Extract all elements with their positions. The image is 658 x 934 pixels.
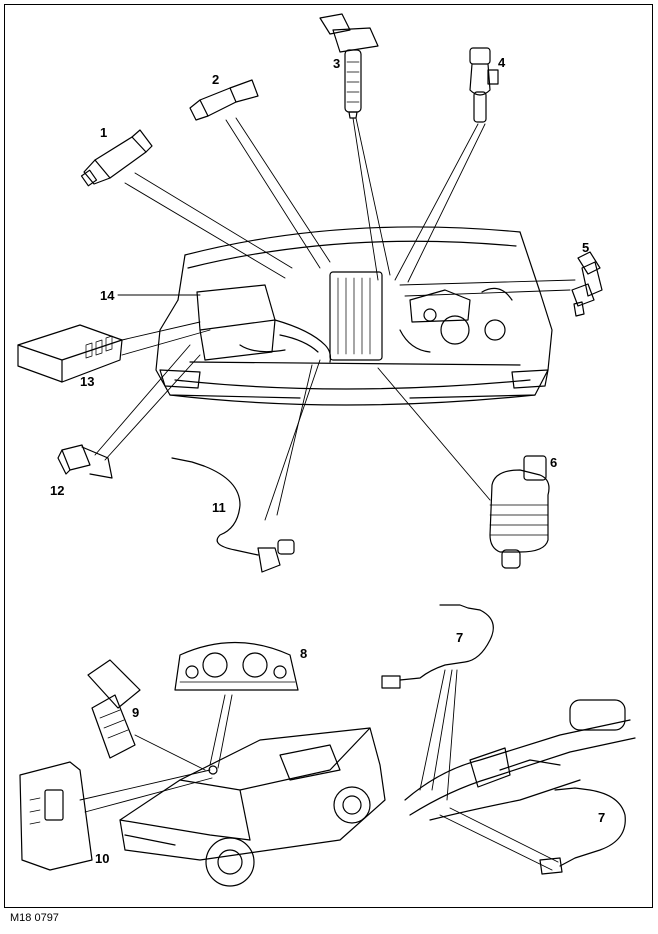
callout-11: 11: [212, 500, 226, 515]
callout-4: 4: [498, 55, 506, 70]
engine-bay-illustration: [155, 226, 553, 406]
callout-2: 2: [212, 72, 219, 87]
component-2-temp-sensor: [189, 79, 259, 121]
callout-7-upper: 7: [456, 630, 463, 645]
component-1-pressure-switch: [80, 129, 153, 187]
component-3-ignition-coil: [319, 13, 379, 119]
figure-reference: M18 0797: [10, 912, 59, 924]
callout-14: 14: [100, 288, 115, 303]
vehicle-illustration: [119, 727, 386, 887]
component-11-sensor-lead: [171, 457, 295, 573]
component-8-instrument-cluster: [174, 642, 299, 691]
callout-3: 3: [333, 56, 340, 71]
component-6-actuator: [489, 455, 550, 569]
component-13-control-module: [17, 324, 123, 383]
callout-8: 8: [300, 646, 307, 661]
airbox: [196, 284, 276, 331]
callout-7-lower: 7: [598, 810, 605, 825]
callout-6: 6: [550, 455, 557, 470]
callout-labels: 1 2 3 4 5 6 7 7 8 9 10 11 12 13 14: [50, 55, 605, 866]
figure-border: [4, 4, 653, 908]
component-9-module: [87, 659, 141, 759]
callout-5: 5: [582, 240, 589, 255]
callout-1: 1: [100, 125, 107, 140]
callout-12: 12: [50, 483, 64, 498]
callout-10: 10: [95, 851, 109, 866]
exhaust-system: [404, 699, 636, 821]
callout-13: 13: [80, 374, 94, 389]
engine-cover: [329, 271, 383, 361]
component-10-interior-module: [19, 761, 93, 871]
leader-lines: [79, 117, 576, 871]
component-12-sensor: [57, 444, 113, 479]
component-7-oxygen-sensors: [381, 604, 626, 875]
component-4-fuel-injector: [469, 47, 499, 123]
component-5-spark-plug: [571, 251, 603, 317]
callout-9: 9: [132, 705, 139, 720]
